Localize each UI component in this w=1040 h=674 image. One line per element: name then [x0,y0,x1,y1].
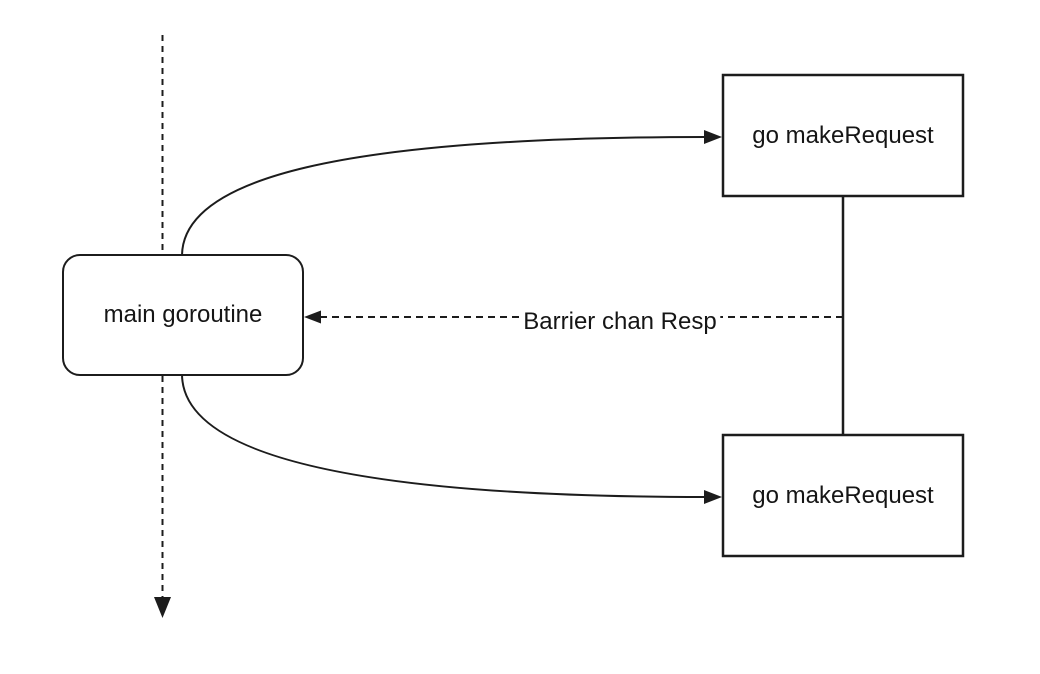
main-goroutine-node [62,254,304,376]
spawn-edge-bottom [181,373,707,498]
barrier-edge-left-arrowhead [304,310,321,324]
spawn-edge-top-arrowhead [704,130,722,144]
worker-top-node [721,73,965,198]
spawn-edge-top [181,136,707,257]
spawn-edge-bottom-arrowhead [704,490,722,504]
worker-bottom-node [721,433,965,558]
timeline-down-arrowhead [154,597,171,618]
